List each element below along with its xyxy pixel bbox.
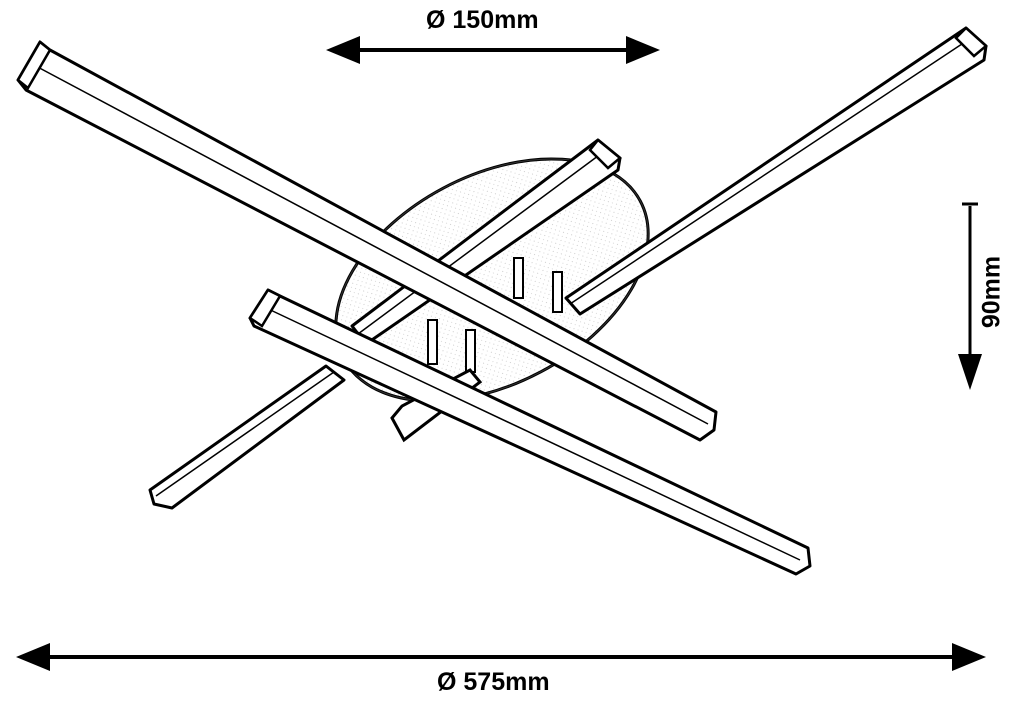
dimension-arrow-top <box>326 36 660 64</box>
height-label: 90mm <box>977 255 1006 329</box>
arrow-left-icon <box>16 643 50 671</box>
lamp-bar-main-diagonal <box>16 40 718 442</box>
arrow-left-icon <box>326 36 360 64</box>
dimension-arrow-side <box>958 202 982 390</box>
dimension-arrow-bottom <box>16 643 986 671</box>
lamp-bar-lower-left <box>148 364 346 510</box>
arrow-right-icon <box>626 36 660 64</box>
lamp-bar-upper-right <box>564 26 988 316</box>
base-diameter-label: Ø 150mm <box>426 6 539 34</box>
lamp-bar-lower-diagonal <box>248 288 812 576</box>
arrow-right-icon <box>952 643 986 671</box>
overall-diameter-label: Ø 575mm <box>437 668 550 696</box>
support-posts <box>427 257 563 373</box>
arrow-down-icon <box>958 354 982 390</box>
